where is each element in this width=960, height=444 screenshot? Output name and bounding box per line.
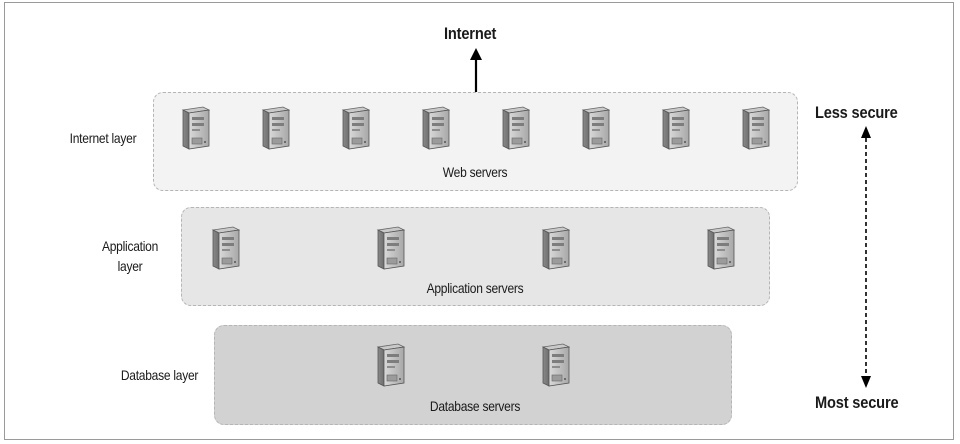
less-secure-label: Less secure [815,103,898,122]
database-tier-box [214,325,732,425]
diagram-frame [4,2,954,440]
web-server-icon [658,106,690,150]
application-layer-label-line2: layer [117,258,143,274]
internet-layer-label: Internet layer [69,130,137,146]
database-layer-label: Database layer [120,367,199,383]
web-server-icon [738,106,770,150]
security-scale-arrow [861,126,871,388]
application-server-icon [538,226,570,270]
web-servers-caption: Web servers [442,164,508,180]
application-server-icon [703,226,735,270]
web-server-icon [178,106,210,150]
application-server-icon [373,226,405,270]
internet-label: Internet [444,24,497,43]
most-secure-label: Most secure [815,393,899,412]
web-server-icon [258,106,290,150]
application-servers-caption: Application servers [426,280,524,296]
application-layer-label: Application layer [87,236,173,276]
web-server-icon [578,106,610,150]
application-layer-label-line1: Application [101,238,159,254]
application-server-icon [208,226,240,270]
web-server-icon [498,106,530,150]
internet-arrow [470,48,482,92]
web-server-icon [418,106,450,150]
application-tier-box [181,207,770,306]
database-server-icon [373,343,405,387]
database-server-icon [538,343,570,387]
web-server-icon [338,106,370,150]
database-servers-caption: Database servers [429,398,521,414]
internet-tier-box [153,92,798,191]
